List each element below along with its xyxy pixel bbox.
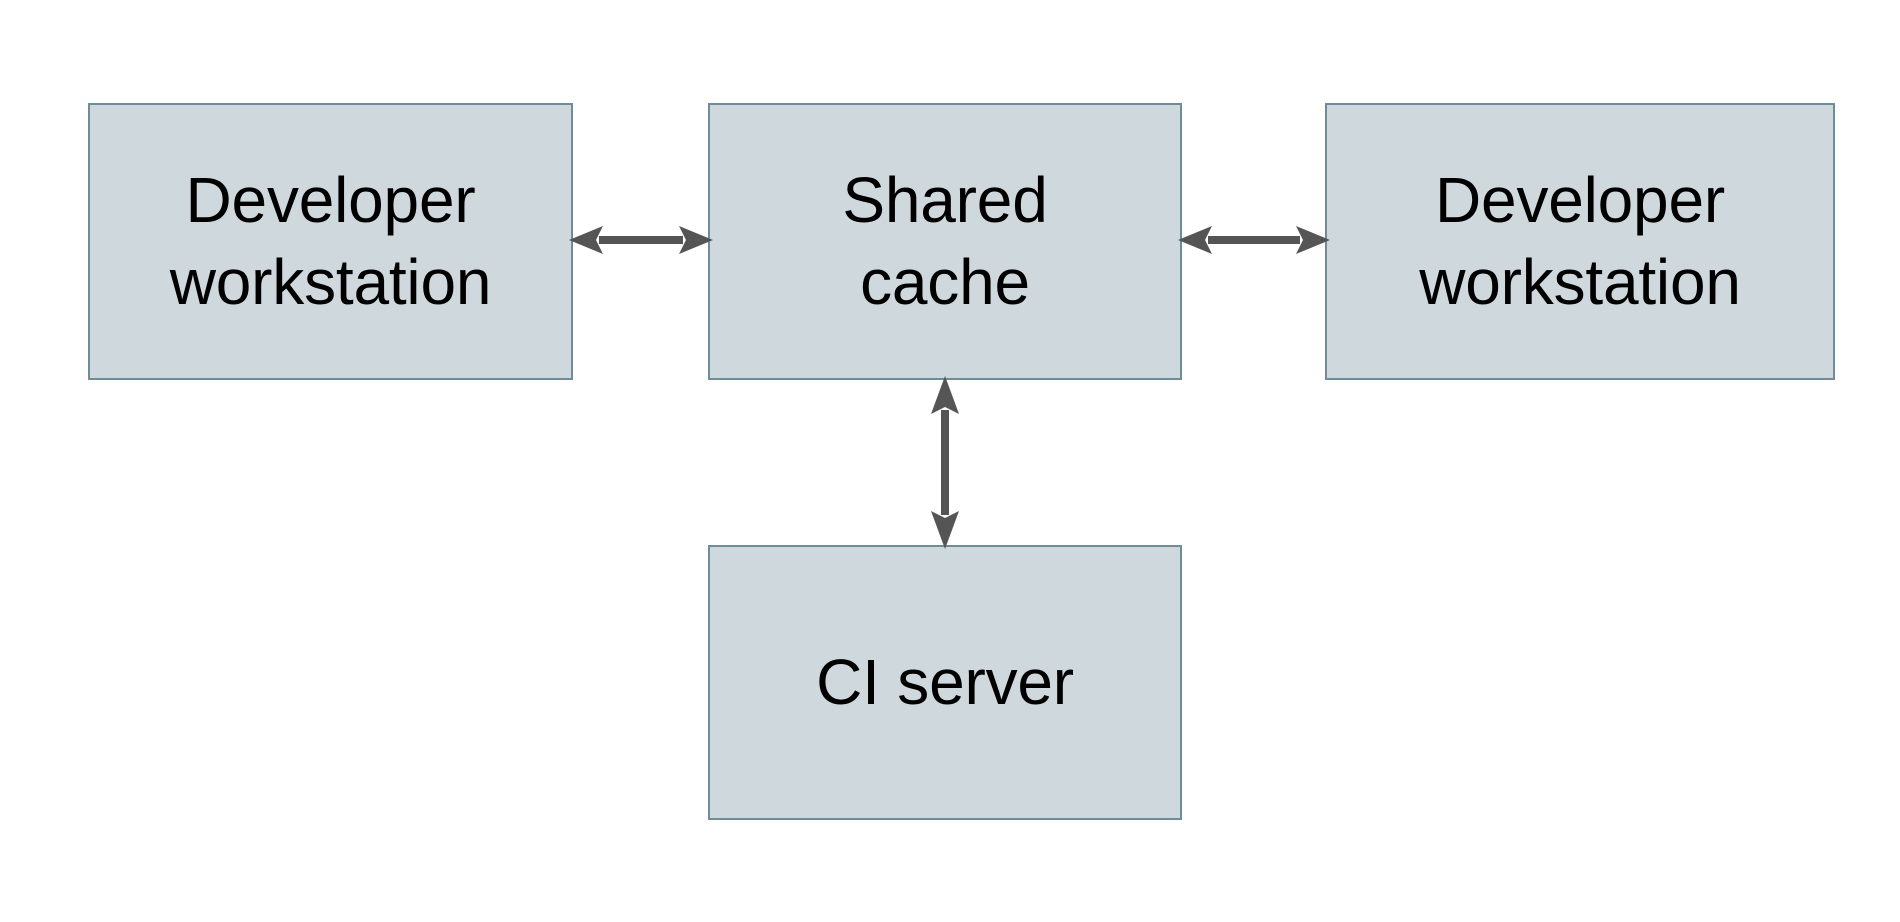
double-arrow-icon-shared-cache-to-dev-right	[1178, 212, 1330, 268]
node-developer-workstation-right[interactable]: Developer workstation	[1325, 103, 1835, 380]
node-label: Developer workstation	[169, 163, 492, 318]
double-arrow-icon-shared-cache-to-ci-server	[917, 376, 973, 549]
double-arrow-icon-dev-left-to-shared-cache	[569, 212, 713, 268]
node-ci-server[interactable]: CI server	[708, 545, 1182, 820]
node-label: Developer workstation	[1419, 163, 1741, 318]
node-label: Shared cache	[842, 163, 1048, 318]
node-label: CI server	[816, 645, 1074, 718]
node-shared-cache[interactable]: Shared cache	[708, 103, 1182, 380]
node-developer-workstation-left[interactable]: Developer workstation	[88, 103, 573, 380]
